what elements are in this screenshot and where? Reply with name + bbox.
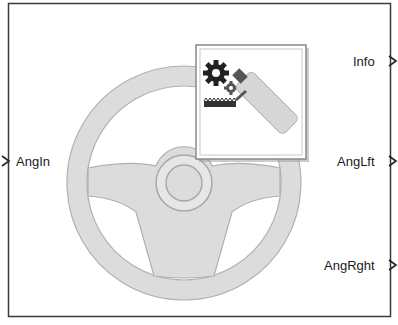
output-port [389,156,396,166]
input-port [2,156,9,166]
block-outline [9,4,391,317]
port-name: AngRght [324,259,375,272]
block-icon [196,45,309,162]
port-name: Info [353,55,375,68]
output-port [389,56,396,66]
output-port [389,260,396,270]
port-name: AngIn [16,155,50,168]
steering-wheel [67,66,301,300]
port-name: AngLft [337,155,375,168]
